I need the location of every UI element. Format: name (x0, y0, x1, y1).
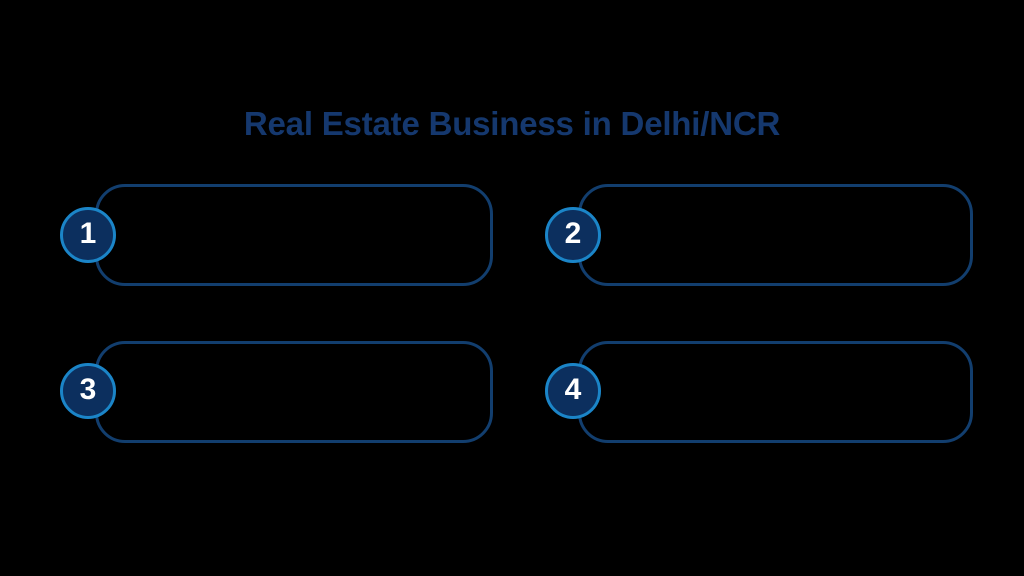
content-box-4[interactable] (578, 341, 973, 443)
step-number-badge-3-label: 3 (79, 373, 97, 406)
content-box-2-text (637, 201, 948, 269)
content-box-1[interactable] (95, 184, 493, 286)
step-number-badge-1-label: 1 (79, 217, 97, 250)
step-number-badge-4-label: 4 (564, 373, 582, 406)
page-title: Real Estate Business in Delhi/NCR (243, 105, 781, 142)
step-number-badge-4[interactable]: 4 (545, 363, 601, 419)
step-number-badge-3[interactable]: 3 (60, 363, 116, 419)
step-number-badge-1[interactable]: 1 (60, 207, 116, 263)
content-box-4-text (637, 358, 948, 426)
step-number-badge-2[interactable]: 2 (545, 207, 601, 263)
step-number-badge-2-label: 2 (564, 217, 582, 250)
content-box-1-text (154, 201, 468, 269)
content-box-3[interactable] (95, 341, 493, 443)
content-box-2[interactable] (578, 184, 973, 286)
content-box-3-text (154, 358, 468, 426)
